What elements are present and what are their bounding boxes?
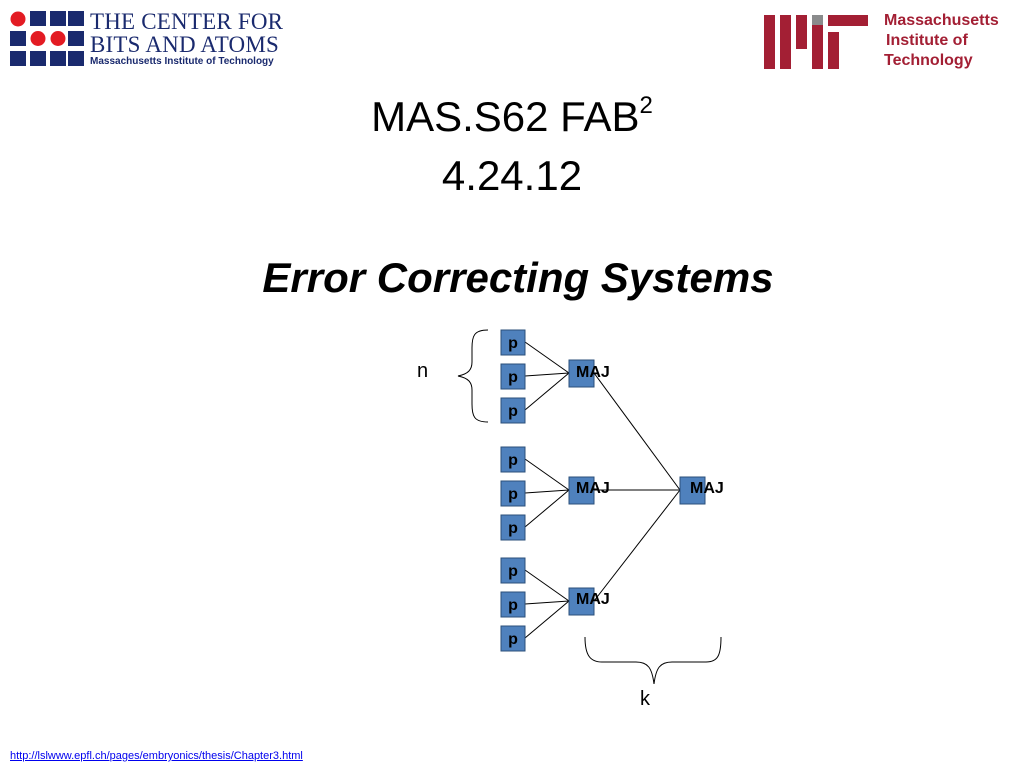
processor-label: p: [508, 403, 518, 420]
processor-label: p: [508, 335, 518, 352]
majority-label: MAJ: [576, 364, 610, 381]
processor-box: [500, 397, 526, 424]
processor-label: p: [508, 563, 518, 580]
mit-logo-mark-icon: [764, 15, 868, 69]
processor-box: [500, 363, 526, 390]
cba-logo-line2: BITS AND ATOMS: [90, 32, 279, 57]
processor-label: p: [508, 369, 518, 386]
mit-logo-line2: Institute of: [886, 32, 968, 49]
processor-box: [500, 557, 526, 584]
majority-label: MAJ: [576, 480, 610, 497]
course-title-superscript: 2: [639, 92, 653, 119]
mit-logo: Massachusetts Institute of Technology: [764, 12, 1014, 72]
processor-box: [500, 591, 526, 618]
cba-logo-line1: THE CENTER FOR: [90, 9, 284, 34]
processor-label: p: [508, 597, 518, 614]
processor-label: p: [508, 452, 518, 469]
slide-subtitle: Error Correcting Systems: [262, 254, 774, 301]
course-title: MAS.S62 FAB2: [0, 92, 1024, 141]
processor-group-1: p p p: [500, 329, 526, 424]
source-link[interactable]: http://lslwww.epfl.ch/pages/embryonics/t…: [10, 750, 303, 762]
lecture-date: 4.24.12: [441, 152, 583, 199]
majority-box: [568, 587, 595, 616]
processor-group-3: p p p: [500, 557, 526, 652]
k-label: k: [640, 688, 651, 710]
final-majority-box: [679, 476, 706, 505]
processor-group-2: p p p: [500, 446, 526, 541]
mit-logo-line1: Massachusetts: [884, 12, 999, 29]
processor-box: [500, 480, 526, 507]
majority-label: MAJ: [576, 591, 610, 608]
k-brace: [584, 636, 722, 685]
processor-box: [500, 514, 526, 541]
processor-box: [500, 446, 526, 473]
cba-logo: THE CENTER FOR BITS AND ATOMS Massachuse…: [8, 9, 283, 70]
cba-logo-mark-icon: [10, 11, 84, 66]
processor-label: p: [508, 520, 518, 537]
final-majority-label: MAJ: [690, 480, 724, 497]
cba-logo-line3: Massachusetts Institute of Technology: [90, 56, 274, 67]
course-title-text: MAS.S62 FAB: [371, 93, 640, 140]
processor-box: [500, 625, 526, 652]
processor-box: [500, 329, 526, 356]
diagram-wires: [524, 341, 681, 639]
majority-box: [568, 476, 595, 505]
majority-box: [568, 359, 595, 388]
n-brace: [457, 329, 489, 423]
processor-label: p: [508, 631, 518, 648]
n-label: n: [417, 360, 428, 382]
processor-label: p: [508, 486, 518, 503]
mit-logo-line3: Technology: [884, 52, 973, 69]
